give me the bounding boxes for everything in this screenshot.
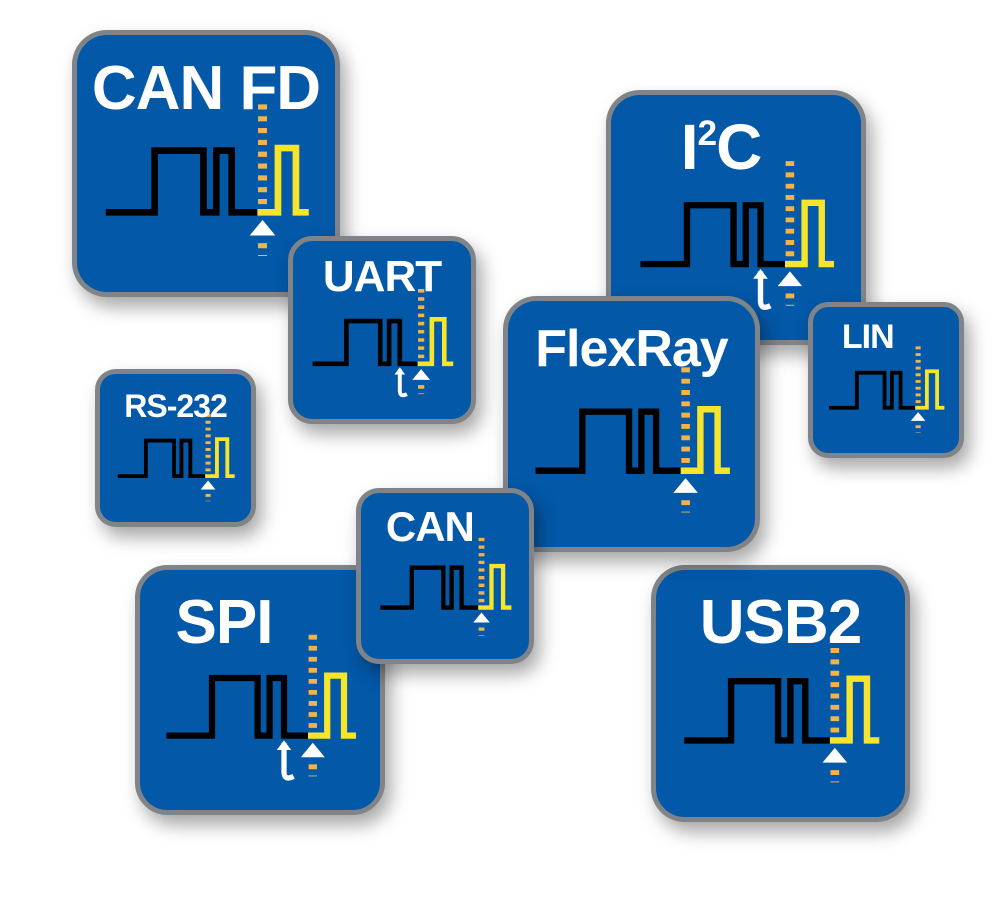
trigger-arrow-icon	[249, 220, 276, 236]
signal-trace	[380, 565, 479, 610]
yellow-pulse	[478, 563, 512, 610]
trigger-hook-icon	[281, 742, 295, 781]
waveform-icon	[684, 636, 880, 783]
waveform-icon	[380, 537, 512, 636]
yellow-pulse	[205, 437, 235, 479]
tile-can-fd[interactable]: CAN FD	[72, 30, 340, 297]
waveform-icon	[535, 367, 730, 513]
trigger-hook-arrow-icon	[753, 268, 768, 279]
tile-usb2[interactable]: USB2	[651, 565, 910, 822]
yellow-pulse	[680, 406, 730, 474]
trigger-hook-arrow-icon	[394, 367, 406, 375]
yellow-pulse	[785, 199, 834, 268]
yellow-pulse	[915, 369, 945, 410]
trigger-arrow-icon	[200, 480, 216, 490]
tile-flexray[interactable]: FlexRay	[503, 296, 760, 552]
tile-label: LIN	[841, 318, 895, 357]
tile-lin[interactable]: LIN	[808, 302, 964, 458]
signal-trace	[166, 674, 308, 739]
waveform-icon	[829, 346, 945, 433]
trigger-arrow-icon	[473, 612, 490, 623]
tile-label: UART	[322, 252, 442, 302]
yellow-pulse	[829, 675, 880, 744]
tile-label: SPI	[175, 587, 274, 657]
tile-label: RS-232	[124, 388, 227, 425]
trigger-arrow-icon	[910, 412, 926, 421]
tile-label: USB2	[699, 588, 862, 658]
signal-trace	[535, 408, 681, 474]
trigger-arrow-icon	[822, 747, 848, 763]
signal-trace	[117, 438, 206, 479]
trigger-hook-icon	[397, 369, 408, 398]
waveform-icon	[166, 634, 356, 781]
trigger-arrow-icon	[777, 271, 803, 287]
yellow-pulse	[257, 144, 309, 216]
tile-label: I2C	[680, 110, 763, 183]
tile-label: FlexRay	[535, 320, 728, 379]
tile-rs232[interactable]: RS-232	[95, 369, 256, 527]
waveform-icon	[312, 289, 454, 398]
tile-uart[interactable]: UART	[288, 236, 476, 424]
trigger-hook-arrow-icon	[276, 740, 292, 750]
trigger-hook-icon	[757, 271, 772, 311]
tile-label: CAN	[385, 503, 475, 551]
signal-trace	[684, 677, 830, 744]
signal-trace	[312, 318, 418, 367]
trigger-arrow-icon	[412, 369, 431, 380]
signal-trace	[829, 370, 916, 410]
yellow-pulse	[308, 672, 356, 739]
waveform-icon	[117, 413, 235, 502]
signal-trace	[105, 147, 258, 216]
trigger-arrow-icon	[300, 742, 325, 758]
tile-spi[interactable]: SPI	[135, 565, 385, 815]
tile-can[interactable]: CAN	[356, 488, 534, 664]
waveform-icon	[105, 104, 309, 257]
signal-trace	[640, 202, 785, 268]
trigger-arrow-icon	[673, 478, 698, 493]
yellow-pulse	[417, 317, 454, 367]
tile-label: CAN FD	[91, 54, 321, 124]
waveform-icon	[640, 161, 834, 311]
